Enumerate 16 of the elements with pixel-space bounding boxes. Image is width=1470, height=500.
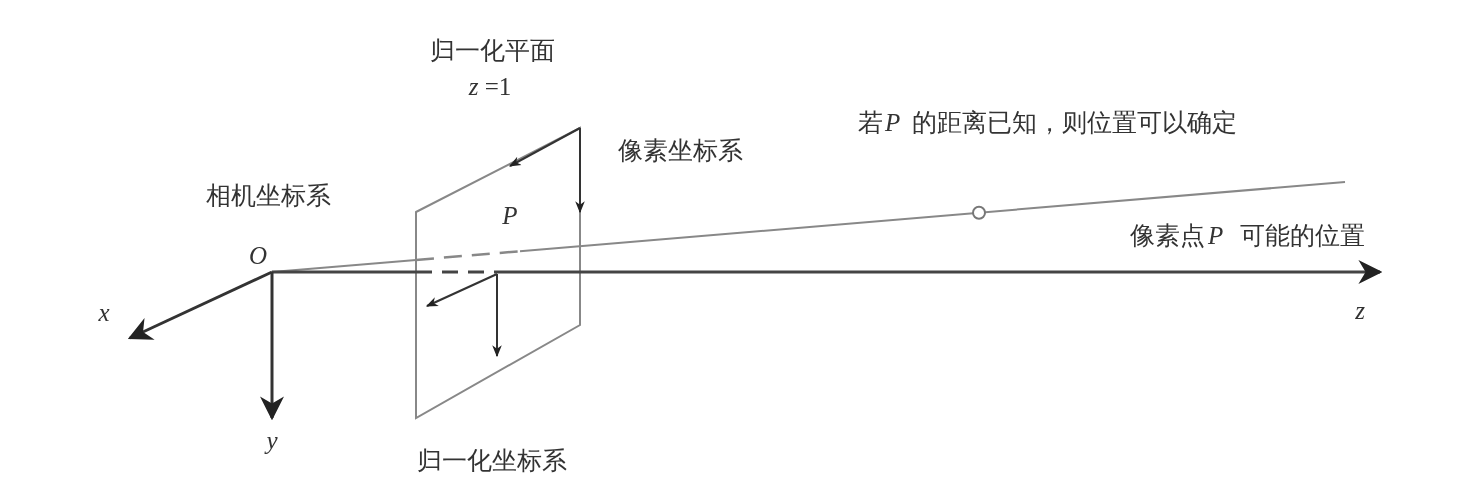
point-label: P [1208,222,1224,248]
origin-label: O [248,242,268,268]
plane-title: 归一化平面 [429,37,555,63]
annotation-text: 可能的位置 [1240,222,1365,248]
axis-label: y [266,427,278,453]
annotation-text: 像素点 [1130,222,1205,248]
point-label: P [502,202,518,228]
axis-system-label: 相机坐标系 [205,182,331,208]
axis-label: z [1355,297,1365,323]
annotation-text: 若 [858,109,883,135]
point-label: P [885,109,901,135]
axis-system-label: 像素坐标系 [617,137,743,163]
plane-equation: z =1 [468,73,512,99]
axis-label: x [98,299,110,325]
axis-system-label: 归一化坐标系 [417,447,567,473]
annotation-text: 的距离已知，则位置可以确定 [912,109,1237,135]
